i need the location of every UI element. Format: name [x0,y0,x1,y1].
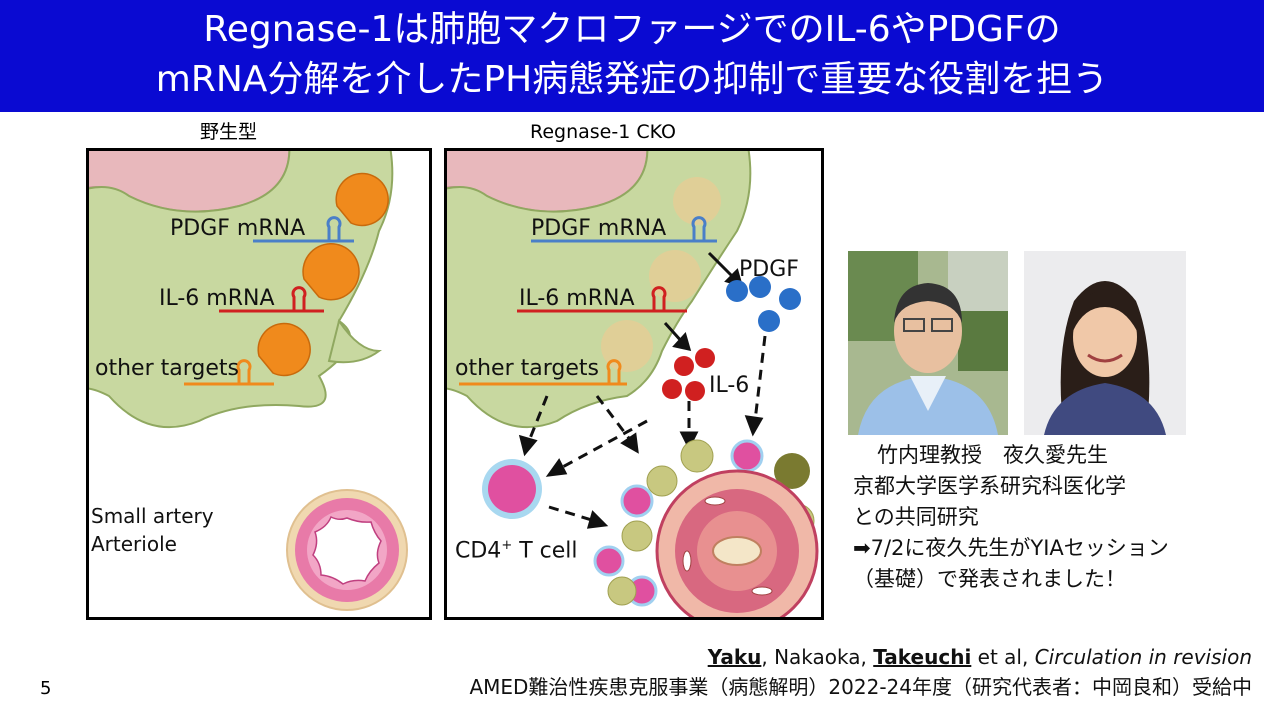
arrowhead [518,434,538,457]
other-mrna-loop [606,359,622,384]
presentation-note: ➡7/2に夜久先生がYIAセッション [853,536,1169,560]
funding-line: AMED難治性疾患克服事業（病態解明）2022-24年度（研究代表者：中岡良和）… [469,675,1252,699]
presentation-note-2: （基礎）で発表されました！ [853,567,1126,591]
cko-pdgf-mrna-label: PDGF mRNA [531,216,667,241]
vessel-label-arteriole: Arteriole [91,532,177,556]
collaboration-text: との共同研究 [853,505,979,529]
regnase-enzyme [302,242,360,301]
arrowhead [545,458,568,477]
other-to-vessel-arrow [595,395,633,442]
arrowhead [679,431,699,451]
slide-title-line-1: Regnase-1は肺胞マクロファージでのIL-6やPDGFの [203,9,1061,50]
small-artery [286,489,408,611]
slide-title-line-2: mRNA分解を介したPH病態発症の抑制で重要な役割を担う [155,59,1109,100]
arrowhead [744,415,764,437]
affiliation-text: 京都大学医学系研究科医化学 [853,474,1126,498]
il6-protein-cluster [662,348,715,401]
pdgf-mrna-loop [326,216,342,241]
wt-pdgf-mrna-label: PDGF mRNA [170,216,306,241]
other-mrna-loop [236,359,252,384]
cko-heading: Regnase-1 CKO [530,121,676,143]
arrowhead [586,510,609,529]
page-number: 5 [40,678,52,699]
wt-il6-mrna-label: IL-6 mRNA [159,286,275,311]
researcher-names: 竹内理教授 夜久愛先生 [877,443,1108,467]
cell-protrusion [327,318,382,364]
arrowhead [672,331,692,351]
inactive-regnase-enzyme [601,320,653,372]
citation-line: Yaku, Nakaoka, Takeuchi et al, Circulati… [707,645,1252,669]
cko-il6-mrna-label: IL-6 mRNA [519,286,635,311]
cd4-t-cell [482,459,542,519]
pdgf-protein-label: PDGF [739,257,799,282]
photo-yaku [1024,251,1186,435]
cko-other-targets-label: other targets [455,356,599,381]
vessel-label-small-artery: Small artery [91,504,214,528]
pdgf-secretion-arrow [707,251,737,281]
il6-protein-label: IL-6 [709,373,750,398]
photo-takeuchi [848,251,1008,435]
macrophage-cell [447,151,752,429]
wildtype-heading: 野生型 [200,121,258,143]
wildtype-panel: PDGF mRNA IL-6 mRNA other targets Small … [86,148,432,620]
pdgf-mrna-loop [691,216,707,241]
cko-panel: PDGF mRNA IL-6 mRNA other targets PDGF I… [444,148,824,620]
pdgf-to-vessel-arrow [753,335,767,422]
regnase-enzyme [335,172,389,227]
other-to-tcell-arrow [527,395,549,442]
remodeled-vessel [593,439,819,617]
inactive-regnase-enzyme [649,250,701,302]
regnase-enzyme [257,322,311,377]
wildtype-illustration [89,151,408,611]
cd4-t-cell-label: CD4+ T cell [455,538,578,564]
pdgf-protein-cluster [726,276,801,332]
arrowhead [620,432,639,454]
il6-mrna-loop [291,286,307,311]
il6-mrna-loop [651,286,667,311]
wt-other-targets-label: other targets [95,356,239,381]
inactive-regnase-enzyme [673,177,721,225]
tcell-to-vessel-arrow [548,505,596,523]
title-bar: Regnase-1は肺胞マクロファージでのIL-6やPDGFの mRNA分解を介… [0,0,1264,112]
cko-illustration [447,151,819,617]
